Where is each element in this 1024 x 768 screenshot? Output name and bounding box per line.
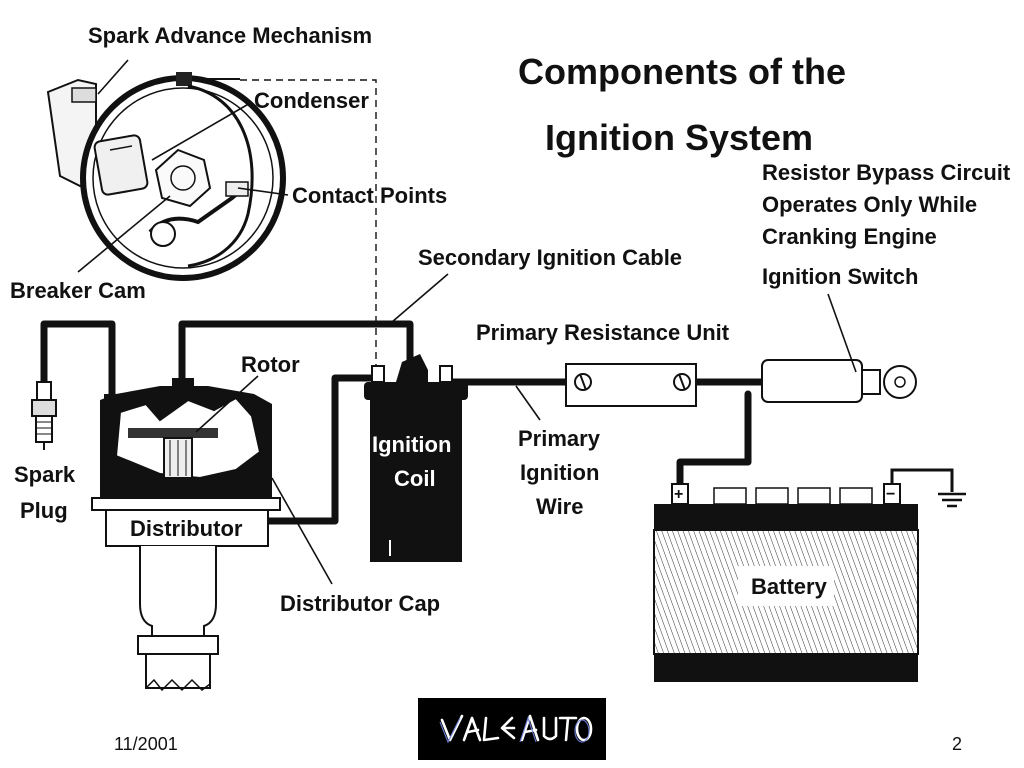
- primary-resistance-unit-part: [565, 363, 697, 407]
- wiring: [40, 320, 954, 525]
- distributor-part: [91, 375, 333, 692]
- label-battery: Battery: [751, 574, 828, 599]
- breaker-assembly-detail: [46, 59, 377, 374]
- label-ignition-coil-line2: Coil: [394, 466, 436, 491]
- spark-plug-part: [31, 381, 57, 450]
- label-condenser: Condenser: [254, 88, 369, 113]
- diagram-title-line2: Ignition System: [545, 117, 813, 158]
- label-primary-ignition-wire-line2: Ignition: [520, 460, 599, 485]
- ground-symbol: [938, 492, 966, 508]
- label-distributor-cap: Distributor Cap: [280, 591, 440, 616]
- label-battery-negative: −: [886, 486, 895, 503]
- label-breaker-cam: Breaker Cam: [10, 278, 146, 303]
- condenser-part: [93, 134, 149, 196]
- label-distributor: Distributor: [130, 516, 243, 541]
- ignition-coil-part: [364, 354, 468, 562]
- ignition-switch-part: [761, 293, 917, 403]
- battery-part: [653, 483, 919, 682]
- label-battery-positive: +: [674, 486, 683, 503]
- label-resistor-bypass-line2: Operates Only While: [762, 192, 977, 217]
- vale-auto-logo: [418, 698, 606, 760]
- label-primary-ignition-wire-line3: Wire: [536, 494, 583, 519]
- label-rotor: Rotor: [241, 352, 300, 377]
- label-resistor-bypass-line3: Cranking Engine: [762, 224, 937, 249]
- label-spark-plug-line2: Plug: [20, 498, 68, 523]
- label-ignition-coil-line1: Ignition: [372, 432, 451, 457]
- breaker-cam-part: [154, 148, 212, 208]
- label-primary-ignition-wire-line1: Primary: [518, 426, 601, 451]
- label-spark-plug-line1: Spark: [14, 462, 76, 487]
- label-ignition-switch: Ignition Switch: [762, 264, 918, 289]
- diagram-title-line1: Components of the: [518, 51, 846, 92]
- label-primary-resistance-unit: Primary Resistance Unit: [476, 320, 730, 345]
- label-secondary-ignition-cable: Secondary Ignition Cable: [418, 245, 682, 270]
- label-resistor-bypass-line1: Resistor Bypass Circuit: [762, 160, 1011, 185]
- label-spark-advance-mechanism: Spark Advance Mechanism: [88, 23, 372, 48]
- footer-page-number: 2: [952, 734, 963, 754]
- footer-date: 11/2001: [114, 734, 178, 754]
- label-contact-points: Contact Points: [292, 183, 447, 208]
